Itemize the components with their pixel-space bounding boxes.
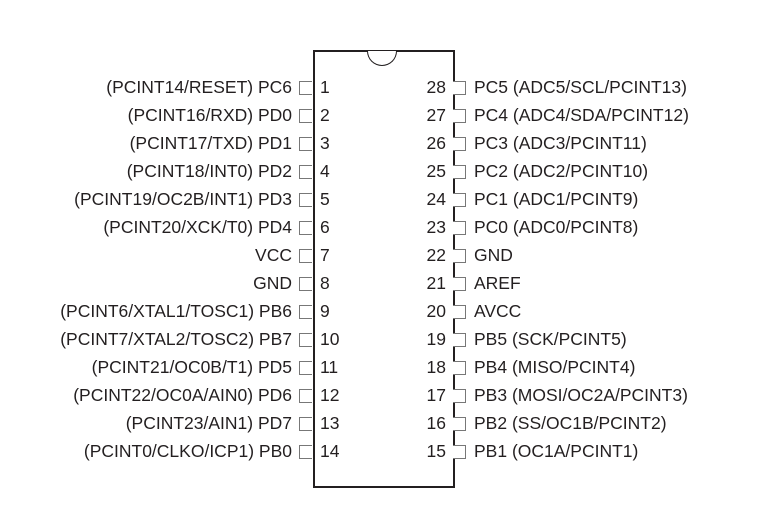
pin-number: 25 — [426, 161, 446, 181]
pin-number: 3 — [320, 133, 330, 153]
pin-label-right: AVCC — [474, 301, 522, 321]
pin-pad-icon — [299, 417, 312, 431]
pin-number: 12 — [320, 385, 340, 405]
pin-label-right: PB1 (OC1A/PCINT1) — [474, 441, 639, 461]
pin-label-left: (PCINT23/AIN1) PD7 — [125, 413, 292, 433]
pin-label-left: (PCINT19/OC2B/INT1) PD3 — [74, 189, 292, 209]
pin-pad-icon — [299, 81, 312, 95]
pin-label-left: (PCINT21/OC0B/T1) PD5 — [91, 357, 292, 377]
pin-label-left: (PCINT17/TXD) PD1 — [129, 133, 292, 153]
pin-number: 17 — [426, 385, 446, 405]
pin-number: 24 — [426, 189, 446, 209]
pin-pad-icon — [299, 333, 312, 347]
pin-pad-icon — [299, 277, 312, 291]
pin-number: 28 — [426, 77, 446, 97]
chip-body — [313, 50, 455, 488]
pin-label-left: (PCINT6/XTAL1/TOSC1) PB6 — [60, 301, 292, 321]
pin-label-left: (PCINT14/RESET) PC6 — [106, 77, 292, 97]
pin-pad-icon — [299, 305, 312, 319]
pin-pad-icon — [299, 445, 312, 459]
pin-number: 4 — [320, 161, 330, 181]
pin-number: 11 — [320, 357, 339, 377]
pin-label-right: PB5 (SCK/PCINT5) — [474, 329, 627, 349]
pin-number: 6 — [320, 217, 330, 237]
pin-pad-icon — [453, 137, 466, 151]
pin-number: 23 — [426, 217, 446, 237]
pin-pad-icon — [453, 249, 466, 263]
pin-pad-icon — [453, 389, 466, 403]
pin-label-right: PC0 (ADC0/PCINT8) — [474, 217, 639, 237]
pin-pad-icon — [299, 165, 312, 179]
pin-pad-icon — [453, 81, 466, 95]
pin-number: 22 — [426, 245, 446, 265]
pin-pad-icon — [453, 109, 466, 123]
pin-label-right: PB2 (SS/OC1B/PCINT2) — [474, 413, 667, 433]
pin-pad-icon — [453, 445, 466, 459]
pin-label-right: PB4 (MISO/PCINT4) — [474, 357, 636, 377]
pin-label-right: AREF — [474, 273, 521, 293]
pin-number: 1 — [320, 77, 330, 97]
pin-number: 8 — [320, 273, 330, 293]
pin-pad-icon — [453, 221, 466, 235]
pin-label-left: (PCINT22/OC0A/AIN0) PD6 — [73, 385, 292, 405]
pin-label-left: GND — [253, 273, 292, 293]
pin-pad-icon — [299, 193, 312, 207]
pin-number: 7 — [320, 245, 330, 265]
pin-number: 19 — [426, 329, 446, 349]
pin-label-right: PC2 (ADC2/PCINT10) — [474, 161, 649, 181]
pin-pad-icon — [299, 137, 312, 151]
pin-number: 2 — [320, 105, 330, 125]
pin-pad-icon — [453, 417, 466, 431]
pin-label-left: (PCINT0/CLKO/ICP1) PB0 — [83, 441, 292, 461]
pin-number: 5 — [320, 189, 330, 209]
pin-pad-icon — [299, 249, 312, 263]
pin-number: 13 — [320, 413, 340, 433]
pin-number: 10 — [320, 329, 340, 349]
pin-number: 21 — [426, 273, 446, 293]
pin-pad-icon — [453, 277, 466, 291]
pin-label-left: (PCINT7/XTAL2/TOSC2) PB7 — [60, 329, 292, 349]
pin-label-right: PC3 (ADC3/PCINT11) — [474, 133, 647, 153]
pin-number: 20 — [426, 301, 446, 321]
pin-pad-icon — [299, 221, 312, 235]
pin-number: 15 — [426, 441, 446, 461]
pin-pad-icon — [453, 333, 466, 347]
pin-label-left: (PCINT18/INT0) PD2 — [126, 161, 292, 181]
pin-number: 27 — [426, 105, 446, 125]
pin-pad-icon — [453, 361, 466, 375]
pin-number: 14 — [320, 441, 340, 461]
pin-number: 18 — [426, 357, 446, 377]
pin-label-right: PC5 (ADC5/SCL/PCINT13) — [474, 77, 687, 97]
pin-label-left: (PCINT20/XCK/T0) PD4 — [103, 217, 292, 237]
pin-pad-icon — [453, 165, 466, 179]
pin-label-right: PC1 (ADC1/PCINT9) — [474, 189, 639, 209]
pin-label-right: GND — [474, 245, 513, 265]
pin-number: 26 — [426, 133, 446, 153]
pin-pad-icon — [453, 305, 466, 319]
pin-label-right: PC4 (ADC4/SDA/PCINT12) — [474, 105, 689, 125]
pin-pad-icon — [299, 389, 312, 403]
pin-number: 16 — [426, 413, 446, 433]
pin-pad-icon — [299, 361, 312, 375]
pin-label-right: PB3 (MOSI/OC2A/PCINT3) — [474, 385, 688, 405]
pin-label-left: VCC — [255, 245, 292, 265]
pin-pad-icon — [453, 193, 466, 207]
pin-number: 9 — [320, 301, 330, 321]
pin-pad-icon — [299, 109, 312, 123]
pin-label-left: (PCINT16/RXD) PD0 — [127, 105, 292, 125]
